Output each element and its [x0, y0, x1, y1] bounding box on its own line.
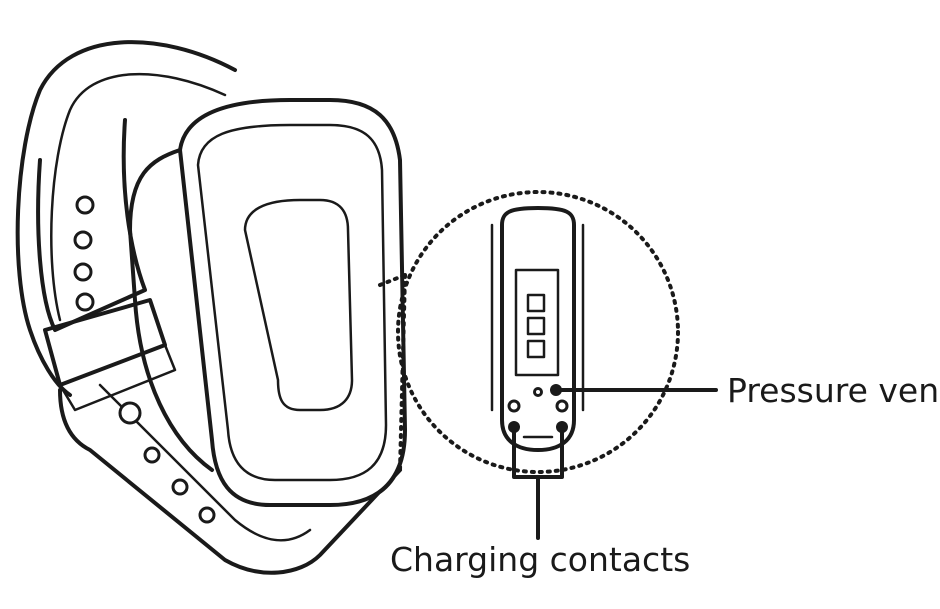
tracker-body-back	[128, 148, 214, 472]
pressure-vent-hole	[533, 387, 543, 397]
strap-holes-section	[36, 118, 147, 332]
pressure-vent-label: Pressure vent	[727, 371, 940, 410]
tracker-body	[178, 98, 407, 507]
strap-hole	[171, 478, 189, 496]
strap-hole	[73, 262, 93, 282]
sensor-window	[526, 339, 546, 359]
sensor-window	[526, 316, 546, 336]
strap-hole	[73, 230, 93, 250]
strap-hole	[75, 195, 95, 215]
tracker-bezel	[196, 123, 388, 482]
display-screen	[243, 198, 354, 412]
charging-contacts-label: Charging contacts	[390, 540, 691, 579]
magnifier-leader	[378, 273, 407, 472]
strap-pin	[118, 401, 142, 425]
zoom-tracker-back	[500, 206, 576, 452]
strap-front-inner	[98, 383, 312, 542]
strap-rear-inner	[50, 72, 227, 322]
zoom-sensor-frame	[514, 268, 560, 377]
magnifier-circle	[396, 190, 680, 474]
sensor-window	[526, 293, 546, 313]
strap-front	[58, 388, 402, 575]
strap-hole	[143, 446, 161, 464]
strap-keeper-edge	[58, 343, 177, 412]
strap-hole	[75, 292, 95, 312]
charging-contact	[507, 399, 521, 413]
strap-rear	[15, 40, 237, 397]
charging-contact	[555, 399, 569, 413]
strap-hole	[198, 506, 216, 524]
